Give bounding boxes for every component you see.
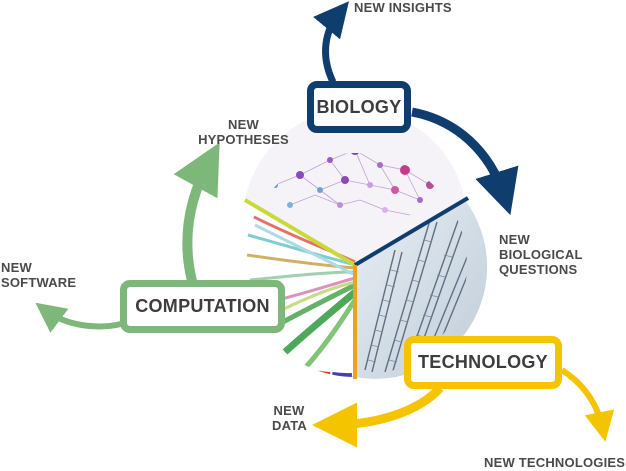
divider-bio-tech bbox=[353, 196, 470, 267]
label-new-insights: NEW INSIGHTS bbox=[354, 0, 452, 15]
technology-node: TECHNOLOGY bbox=[404, 336, 562, 389]
computation-label: COMPUTATION bbox=[135, 296, 270, 316]
arrow-biology-to-questions bbox=[411, 107, 519, 216]
arrow-technology-to-technologies bbox=[560, 367, 615, 442]
divider-bio-comp bbox=[243, 198, 357, 267]
label-new-technologies: NEW TECHNOLOGIES bbox=[484, 455, 626, 470]
network-segment bbox=[245, 109, 465, 266]
central-circle bbox=[222, 109, 488, 379]
label-new-data: NEW DATA bbox=[272, 403, 307, 433]
chord-segment bbox=[222, 200, 355, 379]
label-new-software: NEW SOFTWARE bbox=[1, 260, 77, 290]
technology-label: TECHNOLOGY bbox=[417, 352, 548, 372]
arrow-technology-to-data bbox=[312, 384, 444, 448]
arrow-computation-to-software bbox=[35, 302, 122, 333]
network-nodes bbox=[272, 153, 434, 213]
biology-node: BIOLOGY bbox=[307, 81, 411, 133]
arrow-computation-to-hypotheses bbox=[173, 142, 220, 283]
label-new-biological-questions: NEW BIOLOGICAL QUESTIONS bbox=[499, 232, 583, 277]
biology-label: BIOLOGY bbox=[316, 96, 402, 117]
computation-node: COMPUTATION bbox=[120, 280, 285, 333]
sequencing-segment bbox=[355, 200, 488, 379]
label-new-hypotheses: NEW HYPOTHESES bbox=[198, 117, 289, 147]
arrow-biology-to-insights bbox=[313, 1, 349, 84]
